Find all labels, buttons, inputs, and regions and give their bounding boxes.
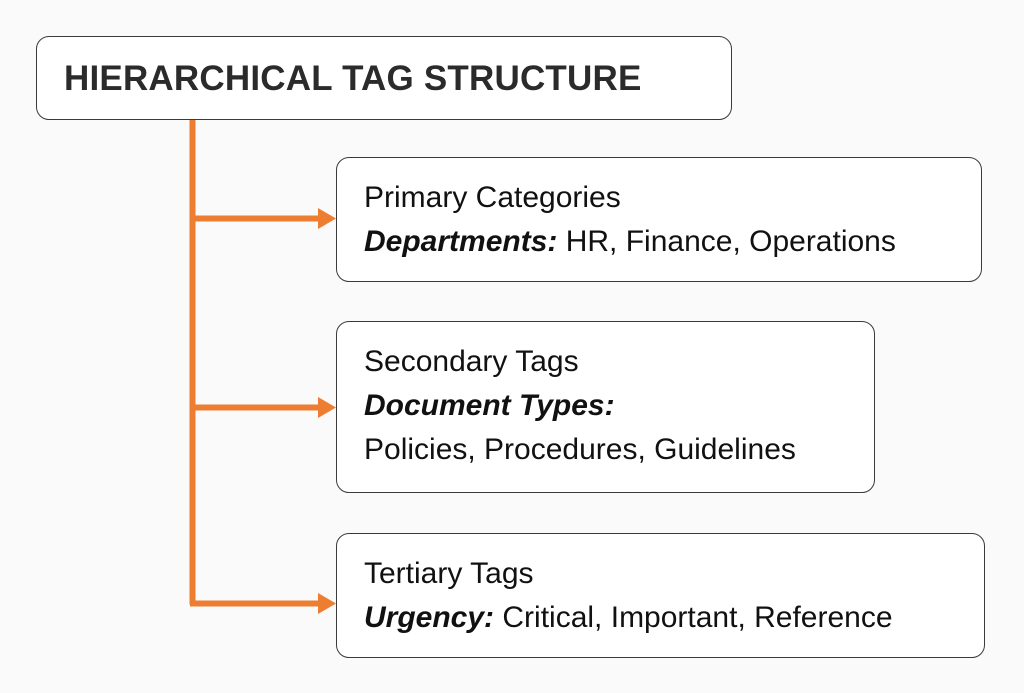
- node-detail-line: Departments: HR, Finance, Operations: [364, 220, 959, 264]
- node-key-label: Document Types:: [364, 389, 615, 422]
- node-secondary-tags: Secondary Tags Document Types: Policies,…: [336, 321, 875, 493]
- node-heading: Primary Categories: [364, 181, 621, 214]
- arrow-right-icon-primary: [318, 208, 336, 229]
- node-detail-line: Urgency: Critical, Important, Reference: [364, 596, 962, 640]
- node-values-label: Policies, Procedures, Guidelines: [364, 433, 796, 466]
- node-tertiary-tags: Tertiary Tags Urgency: Critical, Importa…: [336, 533, 985, 658]
- node-key-label: Departments:: [364, 225, 558, 258]
- node-heading: Tertiary Tags: [364, 557, 534, 590]
- node-primary-categories: Primary Categories Departments: HR, Fina…: [336, 157, 982, 282]
- node-key-spacer: [557, 225, 565, 258]
- arrow-right-icon-tertiary: [318, 593, 336, 614]
- node-values-label: Critical, Important, Reference: [502, 601, 893, 634]
- node-values-label: HR, Finance, Operations: [565, 225, 896, 258]
- node-key-line: Document Types:: [364, 384, 852, 428]
- arrow-right-icon-secondary: [318, 397, 336, 418]
- node-heading: Secondary Tags: [364, 345, 579, 378]
- root-node-title: HIERARCHICAL TAG STRUCTURE: [36, 36, 732, 120]
- page-title: HIERARCHICAL TAG STRUCTURE: [64, 58, 642, 98]
- node-key-label: Urgency:: [364, 601, 495, 634]
